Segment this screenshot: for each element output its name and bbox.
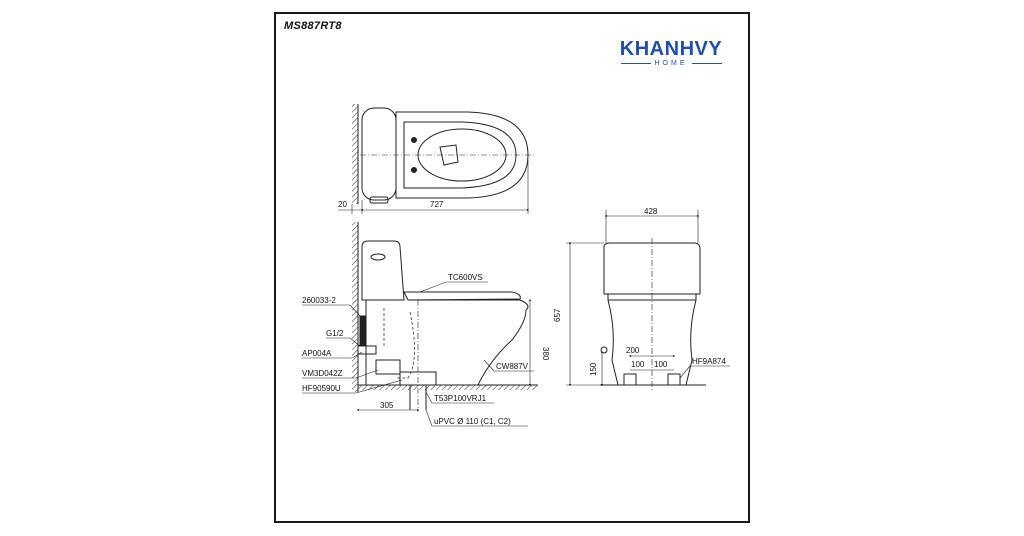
brand-rule-right	[691, 63, 722, 64]
leader-fixing	[679, 365, 691, 379]
leader-pipe	[425, 409, 433, 427]
front-view	[566, 210, 730, 392]
top-tank-cap	[369, 196, 389, 204]
top-view	[338, 104, 534, 214]
label-pipe: uPVC Ø 110 (C1, C2)	[434, 417, 511, 426]
leader-hose	[355, 369, 379, 379]
dim-wall-gap: 20	[338, 200, 347, 209]
label-seat: TC600VS	[448, 273, 483, 282]
side-trapway	[396, 311, 415, 379]
side-stop-valve	[357, 345, 377, 355]
brand-name: KHANHVY	[619, 38, 723, 60]
brand-sub: HOME	[654, 60, 688, 67]
dim-outlet-height: 150	[589, 362, 598, 376]
top-hinge-1	[411, 137, 417, 143]
front-inlet	[600, 346, 608, 354]
label-drain: T53P100VRJ1	[434, 394, 487, 403]
top-wall-hatch	[352, 104, 358, 204]
side-seat	[403, 291, 521, 301]
leader-inlet	[349, 337, 361, 347]
side-button	[370, 253, 386, 261]
dim-bolt-left: 100	[631, 360, 645, 369]
dim-height: 657	[553, 308, 562, 322]
dim-seat-height: 380	[541, 347, 550, 361]
side-view	[302, 222, 538, 427]
front-seat	[607, 294, 697, 301]
side-bowl-rim	[408, 299, 529, 311]
leader-bowl	[483, 359, 495, 372]
side-wall-hatch	[352, 222, 358, 392]
leader-flange	[355, 379, 403, 394]
top-tank	[361, 107, 397, 201]
front-bolt-right	[667, 373, 681, 386]
label-inlet: G1/2	[326, 329, 344, 338]
leader-stop	[351, 351, 363, 359]
label-fixing: HF9A874	[692, 357, 726, 366]
brand-rule-left	[620, 63, 651, 64]
dim-bolt-right: 100	[654, 360, 668, 369]
dim-width: 428	[644, 207, 658, 216]
front-tank	[603, 242, 701, 295]
top-hinge-2	[411, 167, 417, 173]
brand-logo: KHANHVY HOME	[610, 38, 732, 67]
side-hose	[375, 359, 401, 375]
leader-valve	[349, 304, 363, 319]
label-flange: HF90590U	[302, 384, 341, 393]
dim-length: 727	[430, 200, 444, 209]
side-body	[365, 300, 527, 386]
label-hose: VM3D042Z	[302, 369, 343, 378]
leader-drain	[425, 391, 433, 404]
label-stop-valve: AP004A	[302, 349, 332, 358]
top-drain	[439, 144, 459, 166]
brand-sub-row: HOME	[610, 60, 732, 67]
dim-rough-in: 305	[380, 401, 394, 410]
leader-seat	[419, 281, 447, 293]
label-bowl: CW887V	[496, 362, 529, 371]
front-bolt-left	[623, 373, 637, 386]
label-valve: 260033-2	[302, 296, 336, 305]
model-title: MS887RT8	[284, 20, 342, 32]
side-floor-hatch	[358, 385, 538, 390]
side-tank	[361, 240, 405, 301]
side-valve	[359, 315, 367, 347]
dim-bolt-span: 200	[626, 346, 640, 355]
